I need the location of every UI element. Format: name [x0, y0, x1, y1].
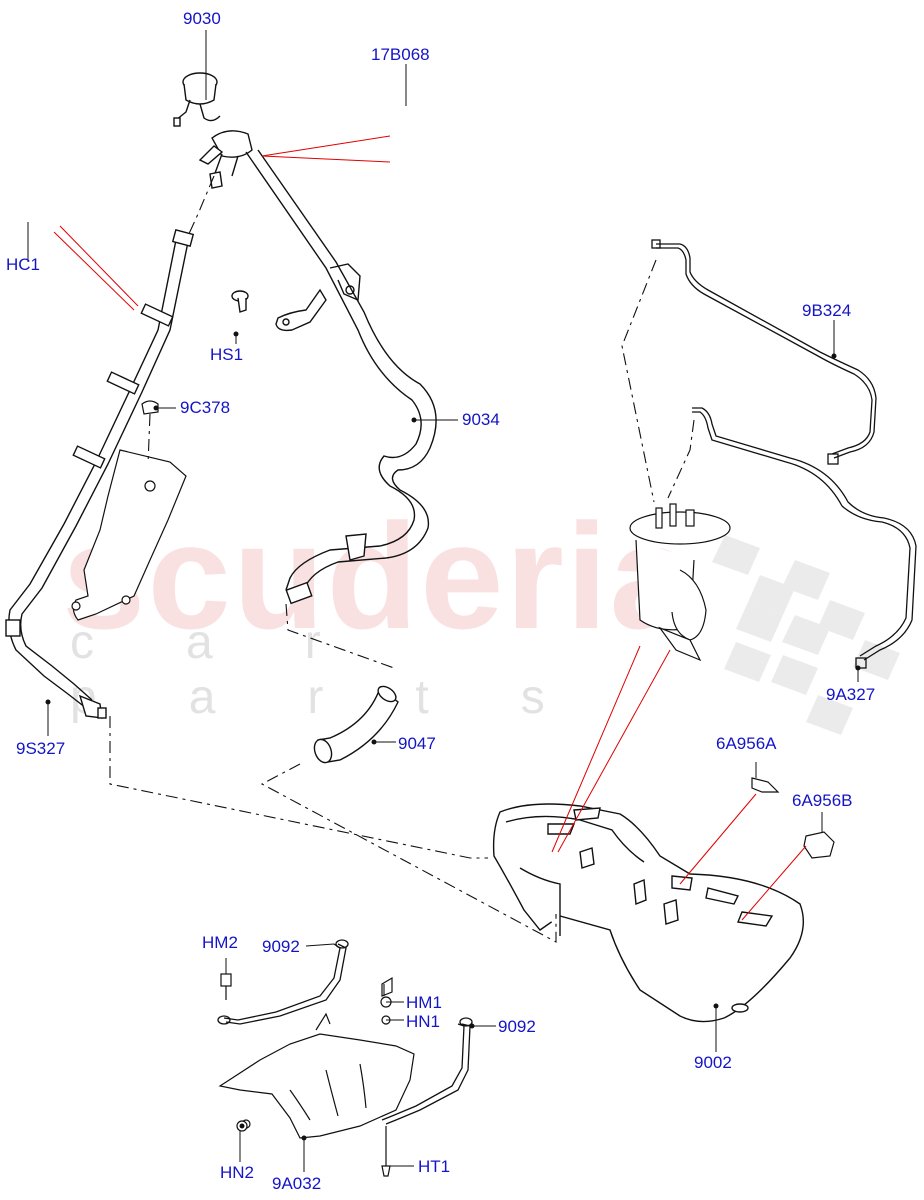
hose-9047 [313, 685, 399, 764]
label-9092-right[interactable]: 9092 [498, 1017, 536, 1036]
label-9a032[interactable]: 9A032 [272, 1174, 322, 1193]
label-hn1[interactable]: HN1 [406, 1012, 441, 1031]
fuel-line-9b324 [651, 239, 877, 465]
heat-shield-bracket [71, 400, 187, 621]
dash-dot-lines [109, 175, 695, 998]
label-9034[interactable]: 9034 [462, 410, 500, 429]
filler-cap-9030 [173, 72, 221, 127]
bracket-hs1 [231, 288, 327, 332]
heat-shield-9a032 [218, 1012, 415, 1139]
tank-pads [751, 777, 835, 859]
label-9c378[interactable]: 9C378 [180, 398, 231, 417]
fuel-tank-9002 [492, 803, 804, 1023]
red-leader-lines [53, 135, 807, 921]
label-17b068[interactable]: 17B068 [371, 45, 430, 64]
strap-9092-left [217, 939, 349, 1025]
label-hm2[interactable]: HM2 [202, 933, 238, 952]
label-hc1[interactable]: HC1 [6, 255, 41, 274]
label-9002[interactable]: 9002 [694, 1053, 732, 1072]
label-9092-left[interactable]: 9092 [262, 937, 300, 956]
black-leader-lines [27, 30, 859, 1172]
leader-dots [45, 331, 861, 1141]
label-hn2[interactable]: HN2 [220, 1163, 255, 1182]
label-9b324[interactable]: 9B324 [802, 301, 852, 320]
label-hm1[interactable]: HM1 [406, 993, 442, 1012]
label-9a327[interactable]: 9A327 [826, 685, 876, 704]
vent-hose-9s327 [5, 229, 195, 719]
fuel-pump-module [629, 503, 731, 662]
watermark-checker [712, 535, 900, 735]
label-9s327[interactable]: 9S327 [16, 739, 66, 758]
label-6a956b[interactable]: 6A956B [792, 791, 853, 810]
label-ht1[interactable]: HT1 [418, 1157, 451, 1176]
label-hs1[interactable]: HS1 [210, 345, 244, 364]
label-9047[interactable]: 9047 [398, 734, 436, 753]
label-6a956a[interactable]: 6A956A [716, 734, 777, 753]
label-9030[interactable]: 9030 [183, 9, 221, 28]
fuel-line-9a327 [692, 407, 917, 669]
filler-neck-9034 [198, 130, 437, 605]
